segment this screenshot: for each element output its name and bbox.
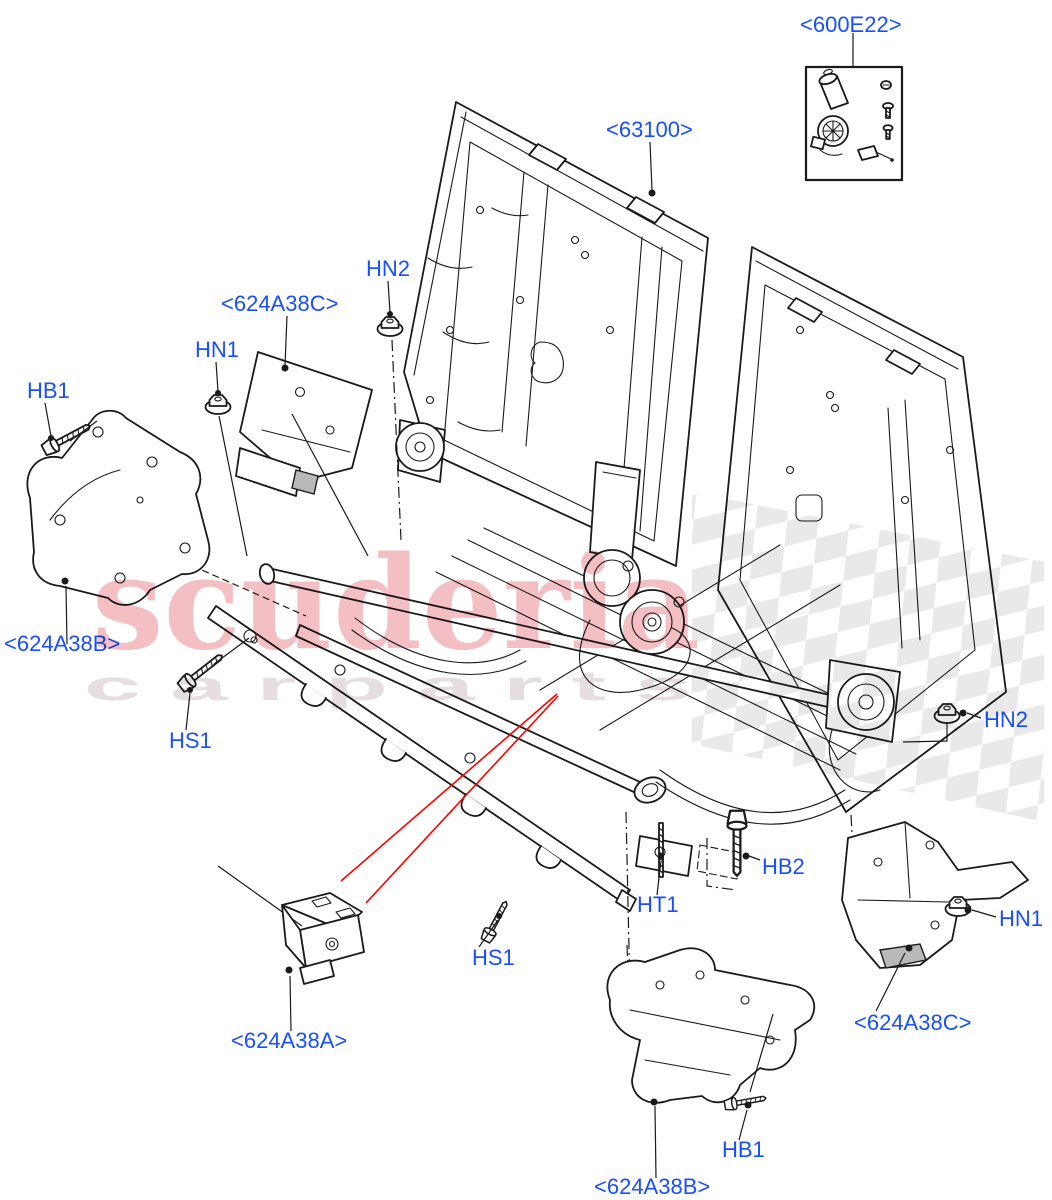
watermark-brand-text: scuderia: [92, 529, 700, 679]
callout-600e22[interactable]: <600E22>: [800, 12, 902, 37]
callout-ht1[interactable]: HT1: [637, 892, 679, 917]
callout-624a38b-bottom[interactable]: <624A38B>: [594, 1174, 710, 1199]
watermark-subtitle-text: c a r p a r t s: [84, 662, 692, 709]
callout-624a38c-bottom[interactable]: <624A38C>: [854, 1010, 971, 1035]
callout-hs1-left[interactable]: HS1: [169, 728, 212, 753]
motor-icon: [810, 68, 849, 156]
callout-hb1-left[interactable]: HB1: [27, 378, 70, 403]
callout-63100[interactable]: <63100>: [606, 117, 693, 142]
bracket-624a38a: [217, 865, 365, 985]
nut-icon-hn1-left: [204, 394, 232, 415]
red-pointer-lines: [340, 693, 559, 904]
center-recliner: [579, 461, 691, 693]
bracket-624a38b-left: [26, 409, 211, 606]
callout-624a38b-left[interactable]: <624A38B>: [4, 631, 120, 656]
callout-labels: <600E22> <63100> HN2 <624A38C> HN1 HB1 <…: [4, 12, 1043, 1199]
nut-icon-hn2-top: [376, 316, 404, 337]
bolt-icon-hs1-bottom: [478, 897, 513, 945]
checkered-flag-pattern: [692, 492, 1044, 822]
callout-hn1-left[interactable]: HN1: [195, 337, 239, 362]
bracket-624a38c-bottom: [841, 821, 1029, 969]
callout-624a38a[interactable]: <624A38A>: [231, 1028, 347, 1053]
screw-icons: [857, 80, 894, 162]
callout-hn2-top[interactable]: HN2: [366, 256, 410, 281]
callout-hs1-bottom[interactable]: HS1: [472, 945, 515, 970]
callout-hb2[interactable]: HB2: [762, 854, 805, 879]
left-hinge: [395, 419, 446, 483]
callout-hb1-bottom[interactable]: HB1: [722, 1137, 765, 1162]
bolt-icon-hb2: [726, 809, 748, 877]
callout-hn1-bottom[interactable]: HN1: [999, 906, 1043, 931]
bracket-624a38b-bottom: [606, 944, 816, 1104]
callout-624a38c-top[interactable]: <624A38C>: [221, 291, 338, 316]
watermark: scuderia c a r p a r t s: [84, 492, 1044, 822]
left-seatback-frame: [403, 101, 709, 567]
bracket-624a38c-top: [235, 351, 373, 557]
part-box-600e22: [804, 65, 904, 182]
